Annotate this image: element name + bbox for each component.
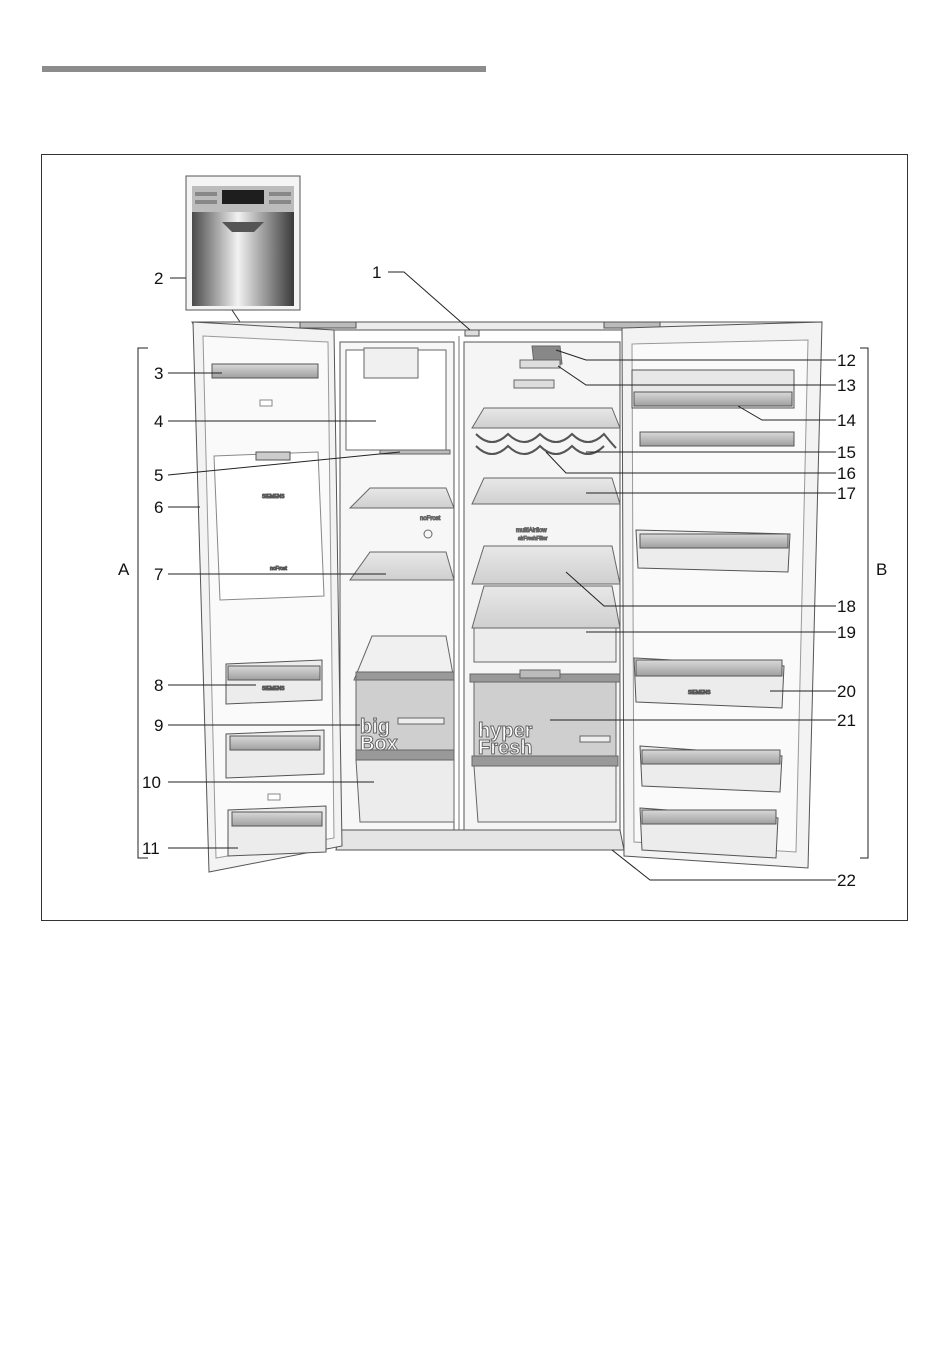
callout-2: 2 [154, 269, 163, 288]
svg-text:airFreshFilter: airFreshFilter [518, 536, 548, 542]
callout-22: 22 [837, 871, 856, 890]
callout-4: 4 [154, 412, 163, 431]
svg-text:noFrost: noFrost [420, 516, 441, 522]
svg-text:noFrost: noFrost [270, 566, 288, 572]
callout-10: 10 [142, 773, 161, 792]
callout-1: 1 [372, 263, 381, 282]
callout-7: 7 [154, 565, 163, 584]
group-label-a: A [118, 560, 130, 579]
callout-16: 16 [837, 464, 856, 483]
callout-3: 3 [154, 364, 163, 383]
group-label-b: B [876, 560, 887, 579]
callout-13: 13 [837, 376, 856, 395]
callout-19: 19 [837, 623, 856, 642]
callout-18: 18 [837, 597, 856, 616]
svg-text:SIEMENS: SIEMENS [262, 494, 285, 500]
dispenser-inset [186, 176, 300, 322]
freezer-door: SIEMENS noFrost SIEMENS [193, 322, 342, 872]
callout-15: 15 [837, 443, 856, 462]
svg-text:multiAirflow: multiAirflow [516, 528, 547, 534]
fridge-interior: multiAirflow airFreshFilter hyper Fresh [470, 346, 620, 822]
callout-17: 17 [837, 484, 856, 503]
callout-9: 9 [154, 716, 163, 735]
callout-21: 21 [837, 711, 856, 730]
callout-5: 5 [154, 466, 163, 485]
svg-text:SIEMENS: SIEMENS [262, 686, 285, 692]
callout-6: 6 [154, 498, 163, 517]
callout-14: 14 [837, 411, 856, 430]
callout-8: 8 [154, 676, 163, 695]
fridge-door: SIEMENS [622, 322, 822, 868]
callout-11: 11 [142, 839, 160, 858]
callout-12: 12 [837, 351, 856, 370]
svg-text:SIEMENS: SIEMENS [688, 690, 711, 696]
callout-20: 20 [837, 682, 856, 701]
